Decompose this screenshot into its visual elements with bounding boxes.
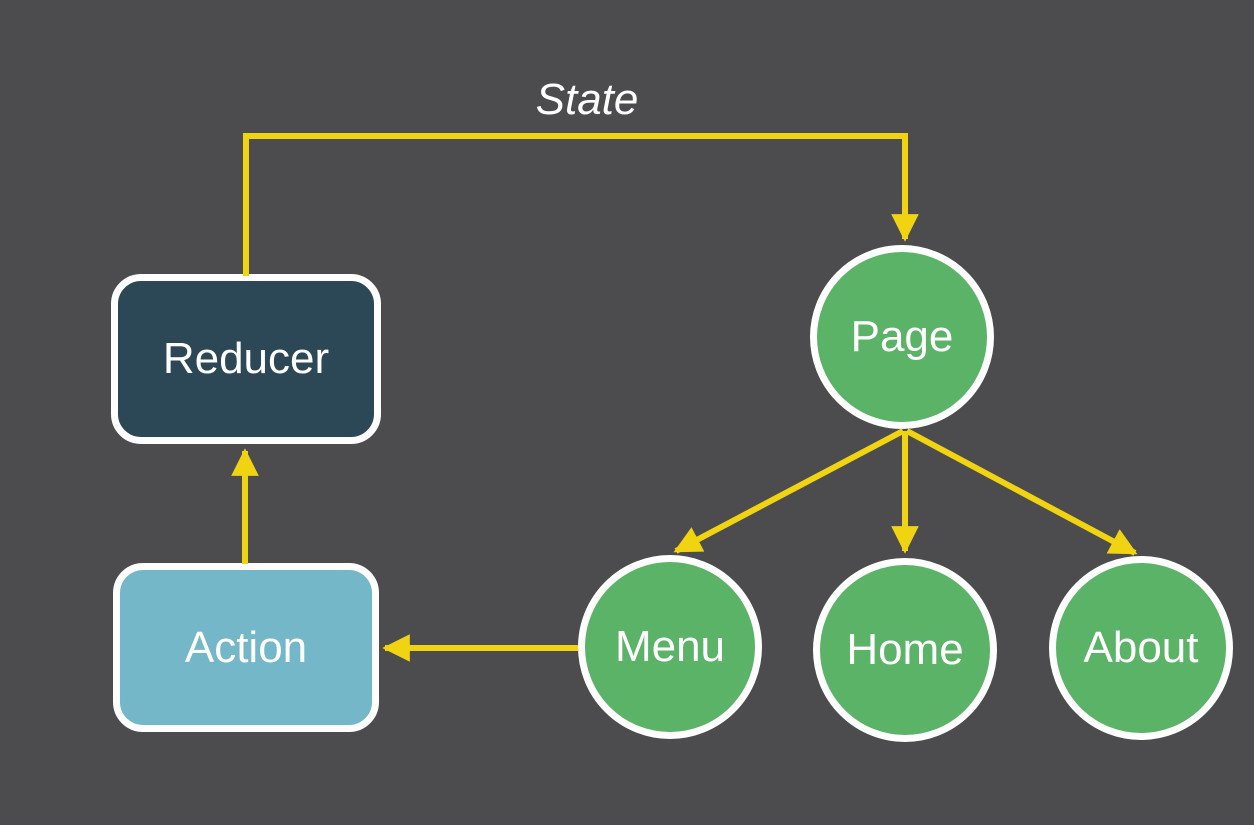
node-about-label: About (1083, 623, 1199, 672)
edge-page-to-menu (673, 428, 905, 554)
edge-reducer-to-page-state (243, 133, 919, 276)
node-about: About (1049, 556, 1233, 740)
node-menu: Menu (578, 555, 762, 739)
node-reducer: Reducer (111, 274, 381, 444)
node-home-label: Home (846, 625, 964, 674)
edge-label-state: State (535, 75, 639, 124)
node-reducer-label: Reducer (162, 334, 330, 383)
node-page: Page (810, 245, 994, 429)
edge-page-to-about (905, 428, 1138, 556)
node-menu-label: Menu (614, 622, 726, 671)
node-action-label: Action (184, 622, 308, 672)
node-home: Home (813, 558, 997, 742)
node-action: Action (113, 563, 379, 732)
node-page-label: Page (850, 312, 954, 361)
